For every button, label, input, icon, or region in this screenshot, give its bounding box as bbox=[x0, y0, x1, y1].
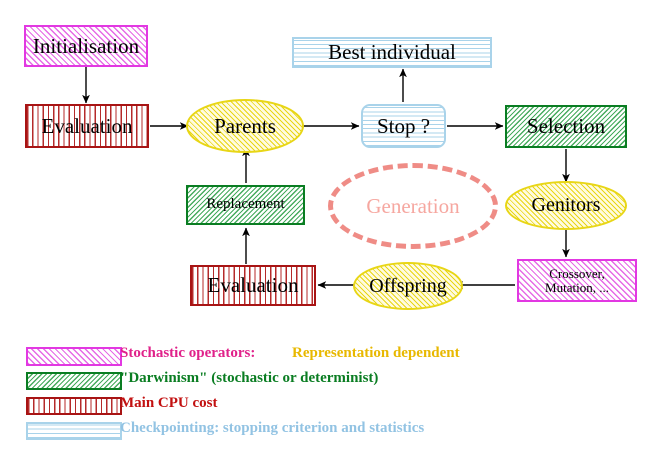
legend-label-stochastic-operators: Stochastic operators: bbox=[120, 345, 256, 361]
node-crossover-label-line2: Mutation, ... bbox=[545, 279, 609, 295]
node-genitors[interactable]: Genitors bbox=[505, 181, 627, 230]
node-stop-label: Stop ? bbox=[376, 113, 431, 138]
node-crossover-mutation[interactable]: Crossover, Mutation, ... bbox=[517, 259, 637, 302]
node-parents-label: Parents bbox=[214, 113, 276, 138]
node-generation-cycle: Generation bbox=[328, 163, 498, 249]
legend-swatch-darwinism bbox=[26, 372, 122, 390]
legend-label-checkpointing: Checkpointing: stopping criterion and st… bbox=[120, 420, 425, 436]
legend-swatch-main-cpu-cost bbox=[26, 397, 122, 415]
node-best-individual-label: Best individual bbox=[328, 40, 456, 65]
legend-label-darwinism: "Darwinism" (stochastic or determinist) bbox=[120, 370, 379, 386]
legend-swatch-checkpointing bbox=[26, 422, 122, 440]
node-best-individual[interactable]: Best individual bbox=[292, 37, 492, 68]
node-selection[interactable]: Selection bbox=[505, 105, 627, 148]
node-evaluation-top[interactable]: Evaluation bbox=[25, 104, 149, 148]
node-evaluation-top-label: Evaluation bbox=[41, 113, 133, 138]
node-offspring-label: Offspring bbox=[369, 274, 447, 297]
node-selection-label: Selection bbox=[526, 114, 606, 139]
node-genitors-label: Genitors bbox=[531, 194, 601, 216]
node-replacement[interactable]: Replacement bbox=[186, 185, 305, 225]
node-crossover-label-line1: Crossover, bbox=[549, 265, 605, 281]
node-parents[interactable]: Parents bbox=[186, 99, 304, 153]
node-replacement-label: Replacement bbox=[206, 196, 285, 213]
node-offspring[interactable]: Offspring bbox=[353, 262, 463, 310]
node-evaluation-bottom-label: Evaluation bbox=[207, 273, 299, 298]
node-initialisation[interactable]: Initialisation bbox=[24, 25, 148, 67]
legend-label-representation-dependent: Representation dependent bbox=[292, 345, 460, 361]
node-generation-label: Generation bbox=[366, 193, 460, 218]
legend-label-main-cpu-cost: Main CPU cost bbox=[120, 395, 218, 411]
node-initialisation-label: Initialisation bbox=[32, 33, 140, 58]
legend-swatch-stochastic-operators bbox=[26, 347, 122, 366]
node-stop[interactable]: Stop ? bbox=[361, 104, 446, 148]
node-evaluation-bottom[interactable]: Evaluation bbox=[190, 265, 316, 306]
